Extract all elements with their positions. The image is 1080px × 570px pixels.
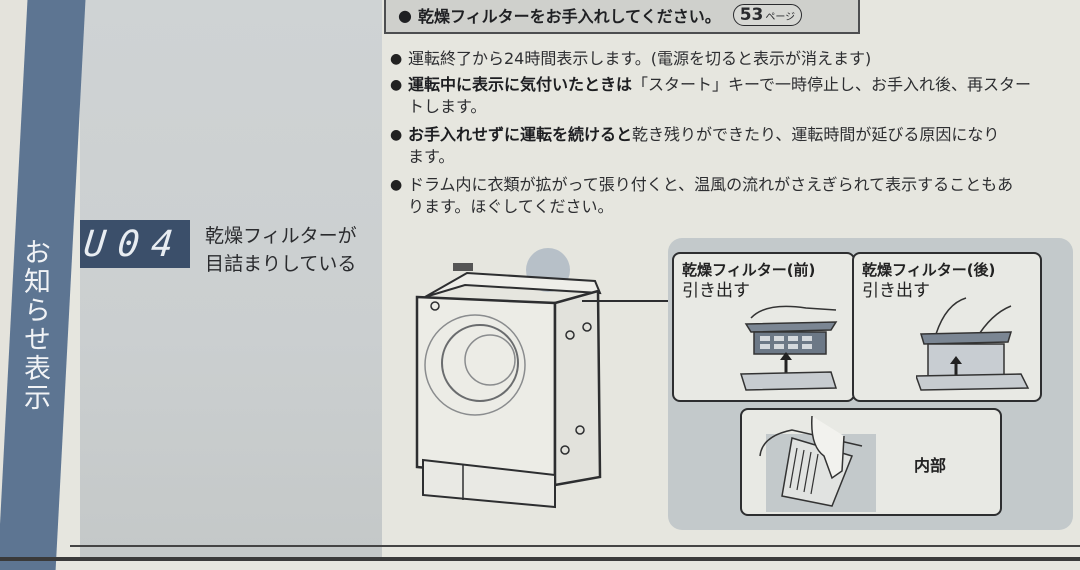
bullet-text: お手入れせずに運転を続けると乾き残りができたり、運転時間が延びる原因になります。 <box>408 125 1000 166</box>
header-text: 乾燥フィルターをお手入れしてください。 <box>417 7 721 26</box>
front-filter-title: 乾燥フィルター(前) <box>682 261 816 279</box>
front-filter-subtitle: 引き出す <box>682 281 750 301</box>
page-edge <box>0 557 1080 561</box>
bullet-item: ● 運転中に表示に気付いたときは「スタート」キーで一時停止し、お手入れ後、再スタ… <box>390 74 1050 118</box>
error-description-line2: 目詰まりしている <box>205 253 357 275</box>
bullet-item: ● 運転終了から24時間表示します。(電源を切ると表示が消えます) <box>390 48 1050 70</box>
left-section-panel <box>80 0 382 561</box>
rear-filter-title: 乾燥フィルター(後) <box>862 261 996 279</box>
washer-illustration-icon <box>415 248 602 509</box>
bottom-divider <box>70 545 1080 547</box>
error-code-display: U04 <box>80 220 190 268</box>
bullet-text: 運転終了から24時間表示します。(電源を切ると表示が消えます) <box>408 49 872 68</box>
bullet-icon: ● <box>390 127 403 143</box>
bullet-icon: ● <box>390 51 403 67</box>
page-ref-number: 53 <box>739 5 764 25</box>
page-reference: 53 ページ <box>732 4 803 26</box>
leader-line <box>582 300 672 302</box>
error-description-line1: 乾燥フィルターが <box>205 225 357 247</box>
front-filter-illustration-icon <box>739 305 838 391</box>
rear-filter-card: 乾燥フィルター(後) 引き出す <box>852 252 1042 402</box>
error-description: 乾燥フィルターが 目詰まりしている <box>205 222 357 278</box>
interior-label: 内部 <box>914 456 947 475</box>
interior-cleaning-illustration-icon <box>759 416 876 512</box>
bullet-list: ● 運転終了から24時間表示します。(電源を切ると表示が消えます) ● 運転中に… <box>390 48 1050 222</box>
bullet-icon: ● <box>390 177 403 193</box>
bullet-item: ● お手入れせずに運転を続けると乾き残りができたり、運転時間が延びる原因になりま… <box>390 124 1050 168</box>
header-bullet: ● <box>398 5 412 25</box>
bullet-icon: ● <box>390 77 403 93</box>
rear-filter-subtitle: 引き出す <box>862 281 930 301</box>
section-tab-label: お知らせ表示 <box>19 238 50 412</box>
front-filter-card: 乾燥フィルター(前) 引き出す <box>672 252 855 402</box>
bullet-text: 運転中に表示に気付いたときは「スタート」キーで一時停止し、お手入れ後、再スタート… <box>408 75 1032 116</box>
interior-card: 内部 <box>740 408 1002 516</box>
error-code: U04 <box>82 223 188 265</box>
instruction-header: ● 乾燥フィルターをお手入れしてください。 53 ページ <box>384 0 860 34</box>
page-ref-unit: ページ <box>765 12 796 23</box>
bullet-item: ● ドラム内に衣類が拡がって張り付くと、温風の流れがさえぎられて表示することもあ… <box>390 174 1050 218</box>
bullet-text: ドラム内に衣類が拡がって張り付くと、温風の流れがさえぎられて表示することもありま… <box>408 175 1014 216</box>
rear-filter-illustration-icon <box>916 297 1030 391</box>
